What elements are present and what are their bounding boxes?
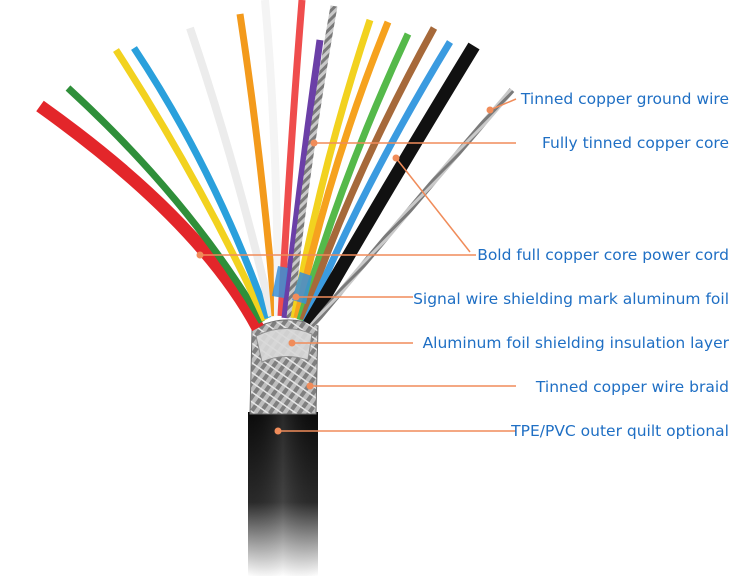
aluminum-foil-layer	[255, 328, 313, 363]
leader-lines	[200, 98, 517, 432]
leader-dot-outer-jacket	[274, 427, 282, 435]
red-power-wire	[36, 100, 264, 332]
leader-dot-power-cord-1	[196, 251, 204, 259]
ground-drain-wire	[309, 88, 515, 328]
label-fully-tinned-copper-core: Fully tinned copper core	[541, 134, 729, 152]
label-tinned-copper-braid: Tinned copper wire braid	[535, 378, 729, 396]
leader-dot-copper-core	[310, 139, 318, 147]
green-wire-2	[296, 32, 412, 321]
purple-wire	[281, 39, 324, 319]
blue-wire-2	[302, 40, 453, 324]
label-outer-jacket: TPE/PVC outer quilt optional	[511, 422, 729, 440]
leader-line-ground-wire	[489, 98, 517, 111]
yellow-wire	[113, 48, 269, 322]
leader-dot-braid	[306, 382, 314, 390]
leader-dot-ground-wire	[486, 106, 494, 114]
label-tinned-copper-ground-wire: Tinned copper ground wire	[520, 90, 729, 108]
label-signal-wire-shielding-foil: Signal wire shielding mark aluminum foil	[413, 290, 729, 308]
leader-dot-signal-foil	[292, 293, 300, 301]
leader-dot-power-cord-2	[392, 154, 400, 162]
label-bold-copper-power-cord: Bold full copper core power cord	[477, 246, 729, 264]
leader-line-power-cord-2	[395, 157, 471, 253]
label-aluminum-foil-insulation: Aluminum foil shielding insulation layer	[422, 334, 729, 352]
brown-wire	[299, 26, 438, 322]
foil-shield-blue-2	[272, 266, 288, 298]
blue-wire	[131, 46, 272, 320]
leader-dot-foil-layer	[288, 339, 296, 347]
outer-jacket-shine	[248, 412, 318, 576]
leader-dots	[196, 106, 494, 435]
green-wire	[65, 85, 266, 324]
wire-bundle	[36, 0, 515, 332]
black-power-wire	[303, 42, 480, 328]
shielded-pair-braid	[286, 5, 338, 319]
orange-wire	[236, 13, 279, 317]
white-wire	[186, 26, 276, 317]
